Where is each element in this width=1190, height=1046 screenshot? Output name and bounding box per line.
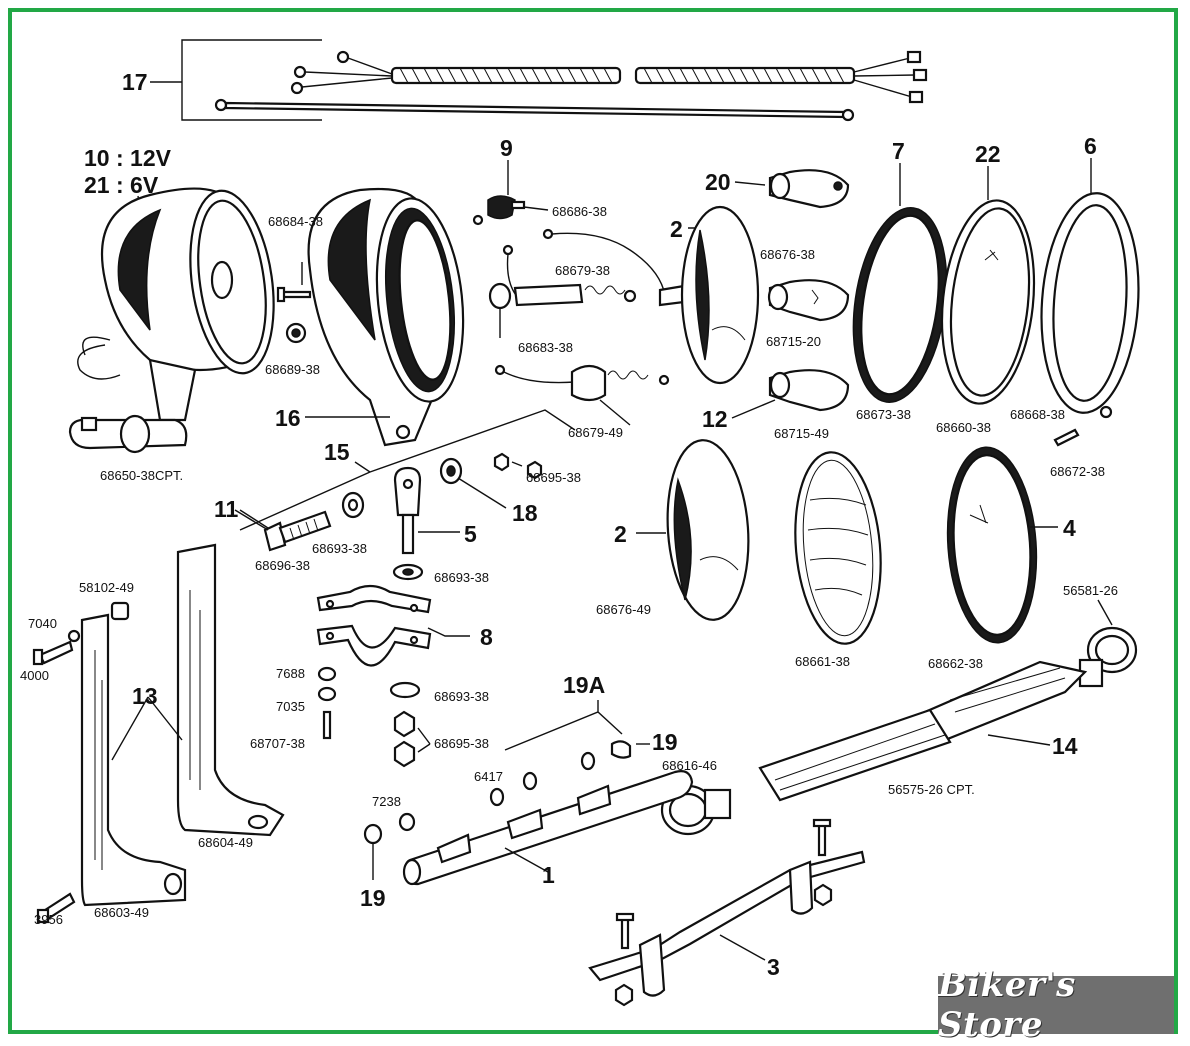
pn-7238: 7238: [372, 794, 401, 809]
callout-21: 21 : 6V: [84, 172, 159, 198]
diagram-frame: [8, 8, 1178, 1034]
spotlight-assembly-10-21: [68, 187, 275, 454]
pn-3956: 3956: [34, 912, 63, 927]
callout-20: 20: [705, 169, 731, 195]
pn-58102-49: 58102-49: [79, 580, 134, 595]
leader-15: [239, 409, 576, 531]
callout-14: 14: [1052, 733, 1078, 759]
callout-18: 18: [512, 500, 538, 526]
pn-68689-38: 68689-38: [265, 362, 320, 377]
pn-68707-38: 68707-38: [250, 736, 305, 751]
small-parts-column: [317, 666, 431, 768]
crossbar-1: [402, 740, 694, 886]
pn-68676-49: 68676-49: [596, 602, 651, 617]
pn-68715-20: 68715-20: [766, 334, 821, 349]
pn-6417: 6417: [474, 769, 503, 784]
pn-68693-38-low: 68693-38: [434, 689, 489, 704]
pn-7688: 7688: [276, 666, 305, 681]
pn-56575-26-cpt: 56575-26 CPT.: [888, 782, 975, 797]
pn-7035: 7035: [276, 699, 305, 714]
callout-6: 6: [1084, 133, 1097, 159]
pn-68693-38-left: 68693-38: [312, 541, 367, 556]
reflector-2-upper: [658, 205, 760, 385]
gasket-7: [852, 163, 948, 403]
rim-6: [1040, 158, 1140, 447]
bracket-3: [588, 818, 866, 1007]
lens-22: [940, 166, 1036, 405]
pn-68650-38cpt: 68650-38CPT.: [100, 468, 183, 483]
pn-68715-49: 68715-49: [774, 426, 829, 441]
screw-68684: [276, 262, 312, 303]
callout-19-right: 19: [652, 729, 678, 755]
watermark-text: Biker's Store: [938, 965, 1076, 1045]
callout-9: 9: [500, 135, 513, 161]
pn-68695-38-low: 68695-38: [434, 736, 489, 751]
pn-4000: 4000: [20, 668, 49, 683]
callout-13: 13: [132, 683, 158, 709]
pn-68616-46: 68616-46: [662, 758, 717, 773]
callout-2-upper: 2: [670, 216, 683, 242]
callout-3: 3: [767, 954, 780, 980]
clevis-5: [393, 466, 460, 555]
switch-9: [472, 160, 666, 338]
pn-68603-49: 68603-49: [94, 905, 149, 920]
socket-68679-49: [494, 364, 670, 426]
pn-7040: 7040: [28, 616, 57, 631]
callout-8: 8: [480, 624, 493, 650]
pn-68693-38-mid: 68693-38: [434, 570, 489, 585]
wiring-harness-17: [150, 39, 928, 122]
callout-19A: 19A: [563, 672, 605, 698]
pn-68661-38: 68661-38: [795, 654, 850, 669]
grommet-68689: [285, 322, 307, 344]
pn-68662-38: 68662-38: [928, 656, 983, 671]
callout-10: 10 : 12V: [84, 145, 172, 171]
callout-2-lower: 2: [614, 521, 627, 547]
nuts-68695-a: [493, 452, 543, 480]
callout-11: 11: [214, 496, 239, 522]
callout-16: 16: [275, 405, 301, 431]
pn-68695-38-top: 68695-38: [526, 470, 581, 485]
callout-17: 17: [122, 69, 148, 95]
pn-68660-38: 68660-38: [936, 420, 991, 435]
callout-12: 12: [702, 406, 728, 432]
pn-56581-26: 56581-26: [1063, 583, 1118, 598]
callout-15: 15: [324, 439, 350, 465]
crossbar-14: [660, 599, 1138, 836]
pn-68604-49: 68604-49: [198, 835, 253, 850]
leader-19A: [504, 700, 650, 751]
bulb-68715-20: [767, 279, 850, 322]
pn-68668-38: 68668-38: [1010, 407, 1065, 422]
bulb-12: [731, 369, 850, 419]
lens-68661: [794, 451, 882, 645]
reflector-2-lower: [636, 439, 750, 621]
pn-68673-38: 68673-38: [856, 407, 911, 422]
clamps-8: [316, 563, 470, 667]
small-hardware-left: [32, 601, 130, 924]
pn-68696-38: 68696-38: [255, 558, 310, 573]
callout-4: 4: [1063, 515, 1076, 541]
lens-4: [946, 446, 1058, 644]
bulb-20: [734, 169, 850, 209]
washer-18: [439, 457, 507, 509]
pn-68684-38: 68684-38: [268, 214, 323, 229]
callout-1: 1: [542, 862, 555, 888]
pn-68683-38: 68683-38: [518, 340, 573, 355]
bolt-11: [239, 509, 332, 552]
bracket-68604: [176, 543, 285, 837]
pn-68679-38: 68679-38: [555, 263, 610, 278]
callout-22: 22: [975, 141, 1001, 167]
callout-5: 5: [464, 521, 477, 547]
washer-68693-a: [341, 491, 365, 519]
bikers-store-watermark: Biker's Store: [938, 965, 1174, 1045]
callout-19-left: 19: [360, 885, 386, 911]
pn-68686-38: 68686-38: [552, 204, 607, 219]
washer-7238: [363, 812, 416, 880]
bracket-68603: [80, 613, 187, 907]
pn-68676-38: 68676-38: [760, 247, 815, 262]
pn-68679-49: 68679-49: [568, 425, 623, 440]
lamp-housing-16: [305, 187, 465, 447]
callout-7: 7: [892, 138, 905, 164]
pn-68672-38: 68672-38: [1050, 464, 1105, 479]
